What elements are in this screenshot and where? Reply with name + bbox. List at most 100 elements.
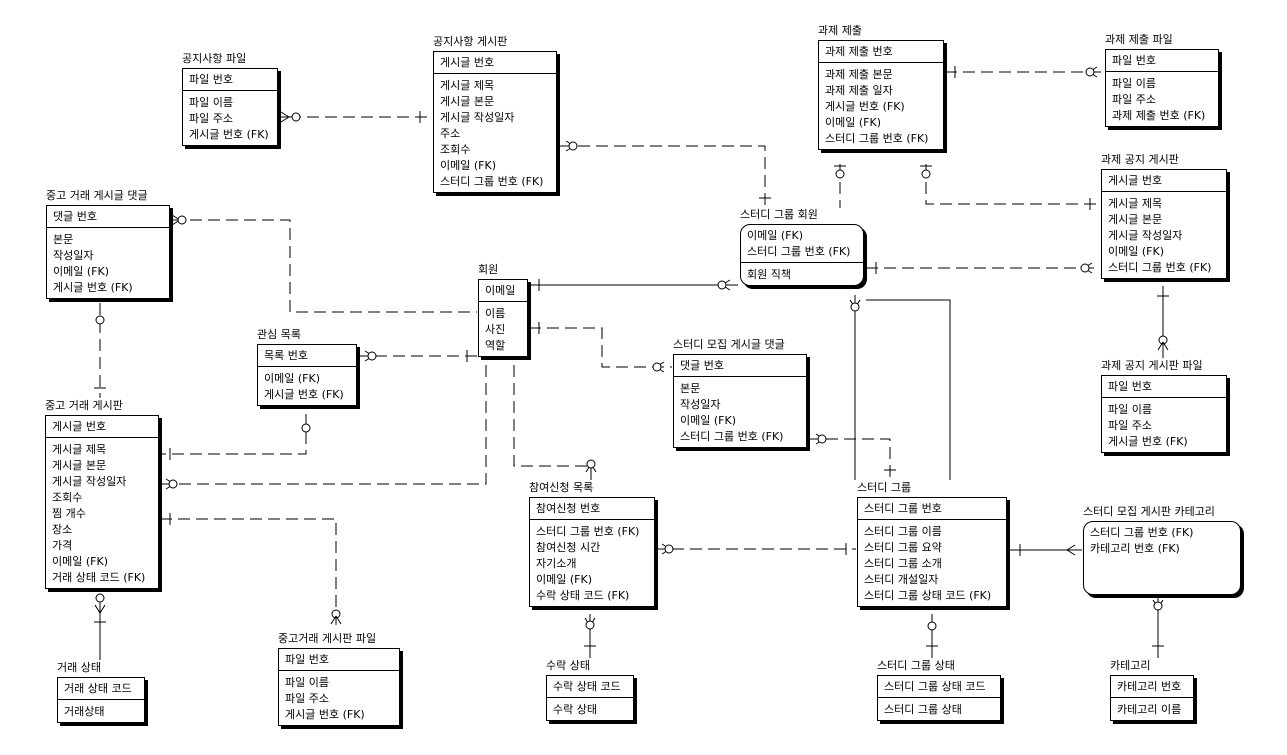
optional-marker	[177, 215, 187, 225]
attribute-field: 이메일 (FK)	[264, 372, 320, 385]
attribute-field: 참여신청 시간	[536, 541, 601, 554]
relationship-line	[160, 365, 487, 485]
attribute-field: 파일 주소	[1112, 93, 1156, 106]
attribute-field: 찜 개수	[52, 507, 86, 520]
optional-marker	[586, 459, 596, 469]
entity-title: 스터디 그룹	[857, 481, 912, 494]
entity-title: 중고 거래 게시판	[45, 399, 123, 412]
entity-title: 중고 거래 게시글 댓글	[46, 189, 148, 202]
optional-marker	[817, 434, 827, 444]
attribute-section: 이메일 (FK) 게시글 번호 (FK)	[258, 367, 356, 405]
attribute-field: 본문	[680, 382, 701, 395]
attribute-field: 이메일 (FK)	[440, 159, 496, 172]
attribute-field: 스터디 그룹 소개	[864, 557, 942, 570]
attribute-field: 작성일자	[680, 398, 721, 411]
attribute-field: 게시글 번호 (FK)	[53, 281, 133, 294]
many-marker	[1066, 544, 1076, 556]
primary-key-field: 파일 번호	[189, 73, 233, 86]
attribute-field: 가격	[52, 539, 73, 552]
primary-key-section: 댓글 번호	[674, 355, 806, 377]
relationship-line	[160, 414, 307, 455]
attribute-field: 게시글 작성일자	[52, 475, 127, 488]
attribute-field: 스터디 개설일자	[864, 573, 939, 586]
attribute-field: 이메일 (FK)	[536, 573, 592, 586]
entity-title: 스터디 모집 게시판 카테고리	[1083, 505, 1215, 518]
primary-key-section: 카테고리 번호	[1111, 676, 1193, 698]
attribute-section: 거래상태	[58, 700, 144, 722]
entity-title: 관심 목록	[257, 328, 301, 341]
attribute-field: 파일 이름	[285, 676, 329, 689]
attribute-field: 거래상태	[64, 705, 105, 718]
relationship-line	[866, 299, 951, 480]
entity-title: 공지사항 파일	[182, 52, 247, 65]
primary-key-field: 카테고리 번호 (FK)	[1090, 542, 1180, 555]
entity-title: 회원	[478, 263, 499, 276]
primary-key-section: 게시글 번호	[1102, 170, 1226, 192]
primary-key-section: 수락 상태 코드	[547, 676, 633, 698]
entity-title: 과제 제출	[818, 24, 862, 37]
attribute-field: 과제 제출 일자	[825, 84, 893, 97]
optional-marker	[921, 169, 931, 179]
relationship-line	[160, 518, 337, 631]
primary-key-section: 파일 번호	[183, 69, 277, 91]
optional-marker	[367, 351, 377, 361]
attribute-field: 스터디 그룹 번호 (FK)	[440, 175, 544, 188]
attribute-field: 작성일자	[53, 249, 94, 262]
primary-key-field: 스터디 그룹 번호	[864, 502, 942, 515]
attribute-field: 스터디 그룹 상태	[884, 703, 962, 716]
entity-title: 참여신청 목록	[529, 481, 594, 494]
attribute-field: 조회수	[440, 143, 471, 156]
entity-title: 과제 공지 게시판	[1101, 153, 1179, 166]
attribute-field: 회원 직책	[747, 268, 791, 281]
primary-key-field: 목록 번호	[264, 349, 308, 362]
attribute-field: 주소	[440, 127, 461, 140]
entity-title: 스터디 그룹 상태	[877, 659, 955, 672]
attribute-section: 스터디 그룹 상태	[878, 698, 1000, 720]
primary-key-section: 과제 제출 번호	[819, 41, 943, 63]
attribute-field: 게시글 번호 (FK)	[285, 708, 365, 721]
primary-key-section: 파일 번호	[279, 649, 399, 671]
primary-key-field: 게시글 번호	[1108, 174, 1163, 187]
attribute-field: 역할	[485, 339, 506, 352]
attribute-field: 파일 이름	[189, 96, 233, 109]
attribute-field: 게시글 번호 (FK)	[264, 388, 344, 401]
entity-title: 과제 제출 파일	[1105, 33, 1173, 46]
relationship-line	[808, 438, 891, 480]
attribute-field: 게시글 제목	[1108, 197, 1163, 210]
optional-marker	[927, 621, 937, 631]
attribute-field: 게시글 번호 (FK)	[189, 128, 269, 141]
optional-marker	[291, 112, 301, 122]
optional-marker	[95, 593, 105, 603]
attribute-field: 조회수	[52, 491, 83, 504]
attribute-field: 이메일 (FK)	[680, 414, 736, 427]
attribute-field: 게시글 번호 (FK)	[825, 100, 905, 113]
primary-key-field: 이메일	[485, 284, 516, 297]
attribute-field: 스터디 그룹 번호 (FK)	[536, 525, 640, 538]
primary-key-field: 과제 제출 번호	[825, 45, 893, 58]
attribute-field: 본문	[53, 233, 74, 246]
attribute-field: 스터디 그룹 번호 (FK)	[1108, 261, 1212, 274]
attribute-section: 수락 상태	[547, 698, 633, 720]
attribute-field: 파일 이름	[1112, 77, 1156, 90]
attribute-field: 거래 상태 코드 (FK)	[52, 571, 146, 584]
attribute-field: 과제 제출 본문	[825, 68, 893, 81]
attribute-field: 이메일 (FK)	[1108, 245, 1164, 258]
many-marker	[280, 111, 290, 123]
primary-key-section: 파일 번호	[1106, 50, 1218, 72]
attribute-field: 장소	[52, 523, 73, 536]
relationship-line	[172, 219, 477, 313]
